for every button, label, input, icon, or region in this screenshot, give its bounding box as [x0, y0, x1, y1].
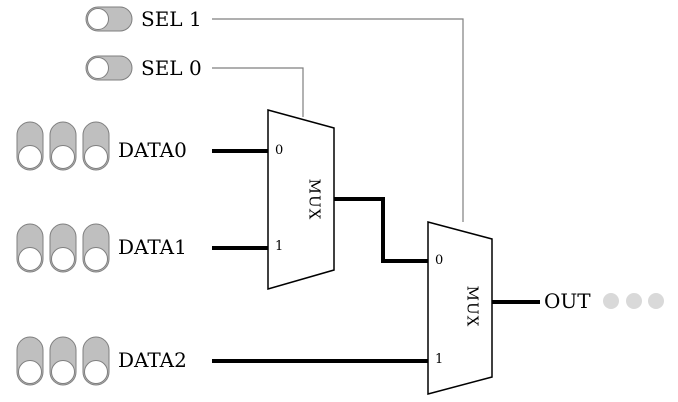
sel0-wire: [212, 67, 304, 117]
data1-bit1-switch[interactable]: [49, 223, 77, 273]
data1-bit0-switch[interactable]: [82, 223, 110, 273]
data0-label: DATA0: [118, 138, 187, 162]
data1-bit2-switch[interactable]: [16, 223, 44, 273]
mux2-pin0-label: 0: [435, 253, 444, 268]
out-led-0: [648, 293, 664, 309]
mux1-label: MUX: [305, 178, 324, 221]
sel0-toggle-switch[interactable]: [85, 55, 133, 81]
mux2-label: MUX: [463, 285, 482, 328]
mux2-body: [427, 221, 493, 395]
data0-bit0-switch[interactable]: [82, 121, 110, 171]
mux1-pin0-label: 0: [275, 143, 284, 158]
out-label: OUT: [544, 289, 591, 313]
data1-label: DATA1: [118, 235, 187, 259]
data0-bit2-switch[interactable]: [16, 121, 44, 171]
data2-bit-switches: [16, 336, 110, 386]
sel1-label: SEL 1: [141, 7, 202, 31]
mux1-to-mux2-bus-wire: [334, 197, 428, 263]
out-led-2: [603, 293, 619, 309]
data2-label: DATA2: [118, 348, 187, 372]
sel1-wire: [212, 18, 464, 222]
data0-bit1-switch[interactable]: [49, 121, 77, 171]
sel0-label: SEL 0: [141, 56, 202, 80]
data2-bit0-switch[interactable]: [82, 336, 110, 386]
out-led-1: [626, 293, 642, 309]
data1-bit-switches: [16, 223, 110, 273]
data2-bit2-switch[interactable]: [16, 336, 44, 386]
output-leds: [603, 293, 664, 309]
mux1-body: [267, 109, 335, 290]
sel1-toggle-switch[interactable]: [85, 6, 133, 32]
data2-bit1-switch[interactable]: [49, 336, 77, 386]
mux2-pin1-label: 1: [435, 352, 444, 367]
data0-bit-switches: [16, 121, 110, 171]
mux1-pin1-label: 1: [275, 239, 284, 254]
